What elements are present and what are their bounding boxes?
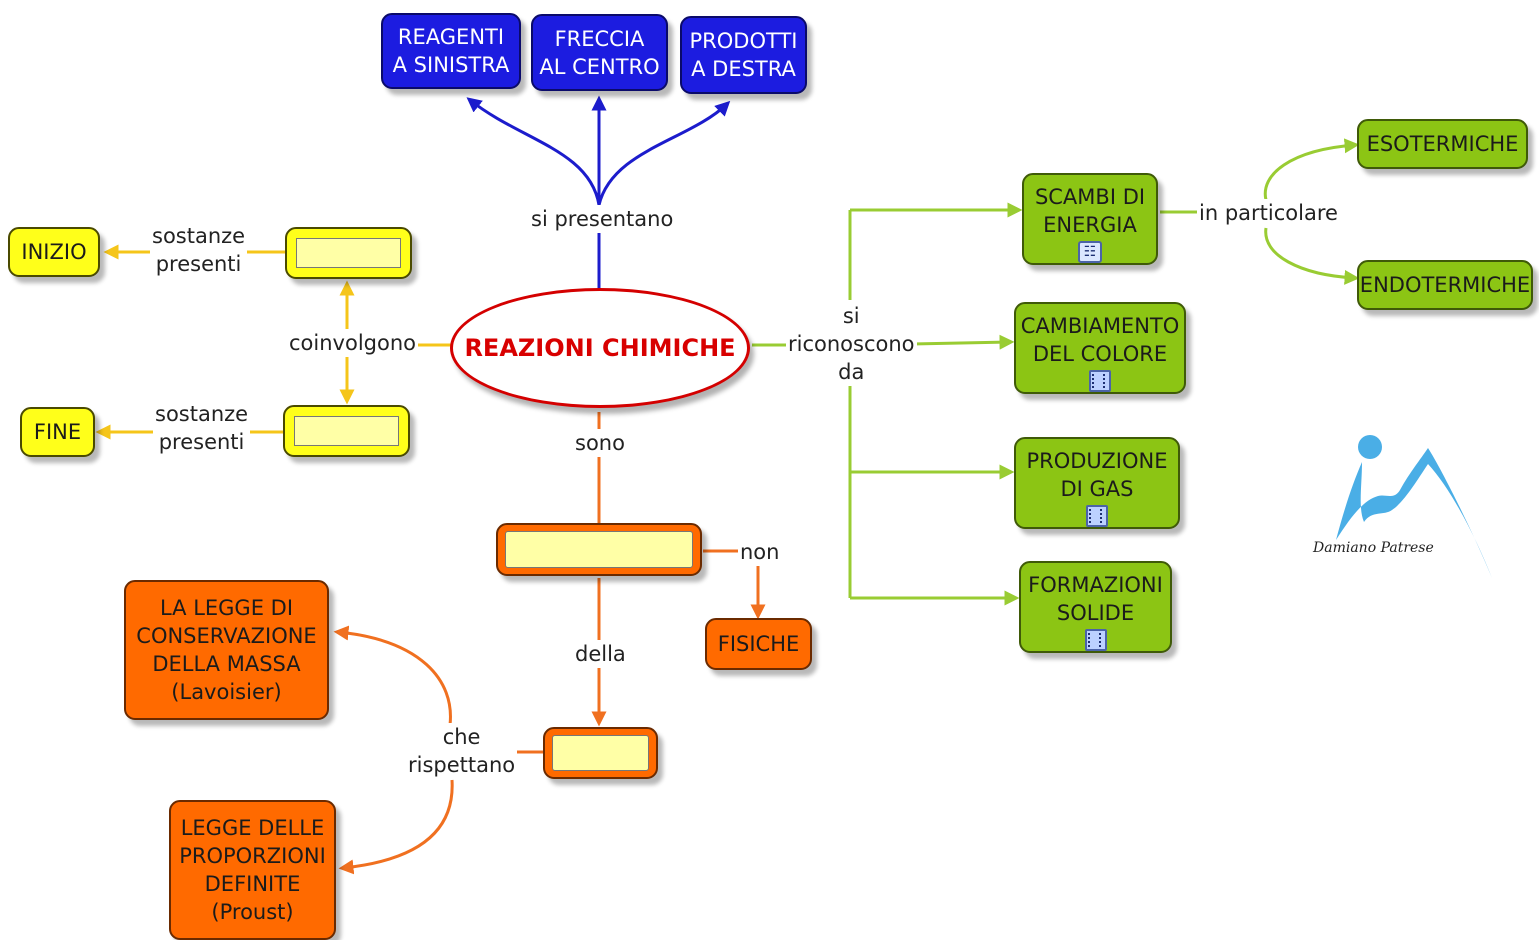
- node-label: FINE: [33, 420, 82, 444]
- link-label-sostanze-presenti-bottom: sostanze presenti: [153, 400, 251, 456]
- label-line: riconoscono: [788, 332, 915, 356]
- main-concept-label: REAZIONI CHIMICHE: [464, 334, 736, 362]
- node-inizio[interactable]: INIZIO: [8, 227, 100, 277]
- empty-node-della[interactable]: [543, 727, 658, 779]
- link-label-che-rispettano: che rispettano: [406, 723, 518, 779]
- node-reagenti-a-sinistra[interactable]: REAGENTI A SINISTRA: [381, 13, 521, 89]
- node-line: CONSERVAZIONE: [136, 624, 317, 648]
- node-line: DEFINITE: [204, 872, 301, 896]
- label-line: sostanze: [155, 402, 249, 426]
- node-prodotti-a-destra[interactable]: PRODOTTI A DESTRA: [680, 16, 807, 94]
- link-label-si-riconoscono-da: si riconoscono da: [786, 302, 917, 386]
- link-label-coinvolgono: coinvolgono: [287, 329, 418, 357]
- node-line: SOLIDE: [1056, 601, 1135, 625]
- node-line: A DESTRA: [691, 57, 796, 81]
- node-line: DI GAS: [1060, 477, 1134, 501]
- node-line: REAGENTI: [397, 25, 505, 49]
- link-label-non: non: [738, 538, 782, 566]
- main-concept[interactable]: REAZIONI CHIMICHE: [450, 288, 750, 408]
- video-film-icon[interactable]: [1084, 629, 1107, 651]
- node-label: ENDOTERMICHE: [1359, 273, 1531, 297]
- node-label: INIZIO: [21, 240, 87, 264]
- node-label: ESOTERMICHE: [1366, 132, 1519, 156]
- logo-text: Damiano Patrese: [1313, 540, 1434, 556]
- link-label-in-particolare: in particolare: [1197, 199, 1340, 227]
- empty-node-top[interactable]: [285, 227, 412, 279]
- empty-node-field[interactable]: [296, 238, 401, 268]
- node-line: SCAMBI DI: [1034, 185, 1146, 209]
- node-line: FRECCIA: [554, 26, 645, 51]
- link-label-della: della: [573, 640, 628, 668]
- link-label-sostanze-presenti-top: sostanze presenti: [150, 222, 248, 278]
- damiano-patrese-logo-icon: [1336, 435, 1492, 578]
- node-line: PRODOTTI: [689, 29, 798, 53]
- empty-node-field[interactable]: [294, 416, 399, 446]
- node-line: CAMBIAMENTO: [1020, 314, 1180, 338]
- node-line: FORMAZIONI: [1028, 573, 1163, 597]
- node-fine[interactable]: FINE: [20, 407, 95, 457]
- empty-node-sono[interactable]: [496, 523, 702, 576]
- node-line: PRODUZIONE: [1026, 449, 1168, 473]
- node-line: LA LEGGE DI: [159, 596, 294, 620]
- node-produzione-di-gas[interactable]: PRODUZIONE DI GAS: [1014, 437, 1180, 529]
- link-label-sono: sono: [573, 429, 627, 457]
- video-film-icon[interactable]: [1089, 370, 1111, 392]
- label-line: sostanze: [152, 224, 246, 248]
- node-freccia-al-centro[interactable]: FRECCIA AL CENTRO: [531, 14, 668, 91]
- node-legge-proust[interactable]: LEGGE DELLE PROPORZIONI DEFINITE (Proust…: [169, 800, 336, 940]
- empty-node-bottom[interactable]: [283, 405, 410, 457]
- label-line: che: [442, 725, 481, 749]
- concept-map-icon[interactable]: ☷: [1078, 241, 1102, 263]
- label-line: da: [838, 360, 865, 384]
- node-endotermiche[interactable]: ENDOTERMICHE: [1357, 260, 1533, 310]
- node-esotermiche[interactable]: ESOTERMICHE: [1357, 119, 1528, 169]
- label-line: rispettano: [408, 753, 516, 777]
- node-line: ENERGIA: [1043, 213, 1137, 237]
- node-line: DELLA MASSA: [152, 652, 301, 676]
- node-line: PROPORZIONI: [179, 844, 326, 868]
- node-label: FISICHE: [717, 632, 800, 656]
- node-scambi-di-energia[interactable]: SCAMBI DI ENERGIA ☷: [1022, 173, 1158, 265]
- node-legge-lavoisier[interactable]: LA LEGGE DI CONSERVAZIONE DELLA MASSA (L…: [124, 580, 329, 720]
- label-line: si: [842, 304, 860, 328]
- video-film-icon[interactable]: [1086, 505, 1108, 527]
- node-line: (Proust): [211, 900, 294, 924]
- label-line: presenti: [158, 430, 245, 454]
- node-line: AL CENTRO: [539, 54, 660, 79]
- empty-node-field[interactable]: [505, 531, 693, 568]
- node-line: (Lavoisier): [171, 680, 282, 704]
- node-cambiamento-del-colore[interactable]: CAMBIAMENTO DEL COLORE: [1014, 302, 1186, 394]
- empty-node-field[interactable]: [552, 735, 649, 771]
- node-formazioni-solide[interactable]: FORMAZIONI SOLIDE: [1019, 561, 1172, 653]
- link-label-si-presentano: si presentano: [529, 205, 676, 233]
- node-fisiche[interactable]: FISICHE: [705, 618, 812, 670]
- node-line: A SINISTRA: [392, 53, 510, 77]
- node-line: LEGGE DELLE: [180, 816, 325, 840]
- node-line: DEL COLORE: [1032, 342, 1168, 366]
- label-line: presenti: [155, 252, 242, 276]
